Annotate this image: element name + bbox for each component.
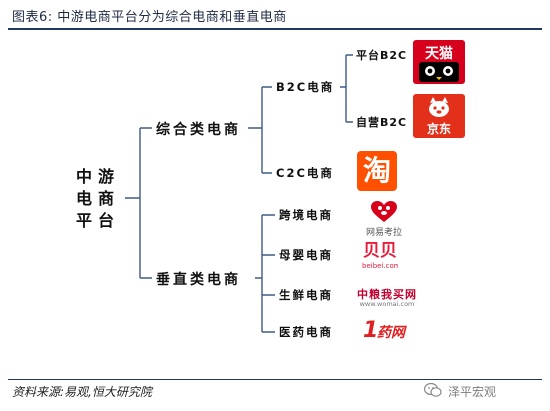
kaola-logo-text: 网易考拉 [365, 228, 402, 238]
footer-rule [8, 379, 542, 380]
watermark-text: 泽平宏观 [448, 385, 497, 399]
node-comprehensive-ecommerce: 综合类电商 [156, 122, 241, 138]
node-platform-b2c: 平台B2C [356, 49, 408, 62]
womai-logo: 中粮我买网 www.womai.com [351, 286, 423, 310]
wechat-icon [423, 382, 442, 398]
taobao-logo-text: 淘 [362, 154, 391, 187]
node-maternal-infant: 母婴电商 [279, 248, 333, 262]
taobao-logo: 淘 [357, 151, 397, 191]
tmall-logo-text: 天猫 [425, 46, 453, 62]
root-line-2: 电商 [75, 189, 120, 208]
source-note: 资料来源:易观,恒大研究院 [12, 385, 152, 399]
beibei-logo: 贝贝 beibei.com [362, 241, 398, 273]
kaola-logo: 网易考拉 [362, 201, 406, 239]
node-c2c: C2C电商 [276, 166, 334, 180]
tmall-logo: 天猫 [413, 40, 465, 84]
womai-logo-url: www.womai.com [359, 300, 415, 308]
node-pharmacy: 医药电商 [279, 325, 333, 339]
figure-title: 图表6: 中游电商平台分为综合电商和垂直电商 [12, 10, 287, 25]
yaowang-logo: 1 药网 [363, 318, 419, 344]
node-self-run-b2c: 自营B2C [356, 116, 408, 129]
title-rule [8, 28, 542, 30]
tmall-cat-face-icon [419, 62, 459, 82]
node-vertical-ecommerce: 垂直类电商 [156, 272, 241, 288]
jd-logo: 京东 [413, 94, 465, 138]
beibei-logo-url: beibei.com [362, 262, 398, 270]
beibei-logo-text: 贝贝 [363, 241, 397, 261]
root-node: 中游 电商 平台 [68, 166, 128, 232]
root-line-1: 中游 [75, 167, 120, 186]
node-cross-border: 跨境电商 [279, 208, 333, 222]
kaola-heart-icon [371, 201, 397, 222]
yaowang-logo-number: 1 [363, 318, 379, 343]
yaowang-logo-text: 药网 [377, 325, 405, 341]
womai-logo-text: 中粮我买网 [357, 288, 417, 301]
jd-logo-text: 京东 [426, 122, 451, 136]
node-fresh-food: 生鲜电商 [279, 288, 333, 302]
node-b2c: B2C电商 [276, 80, 335, 94]
jd-dog-icon [429, 97, 449, 117]
root-line-3: 平台 [75, 211, 120, 230]
